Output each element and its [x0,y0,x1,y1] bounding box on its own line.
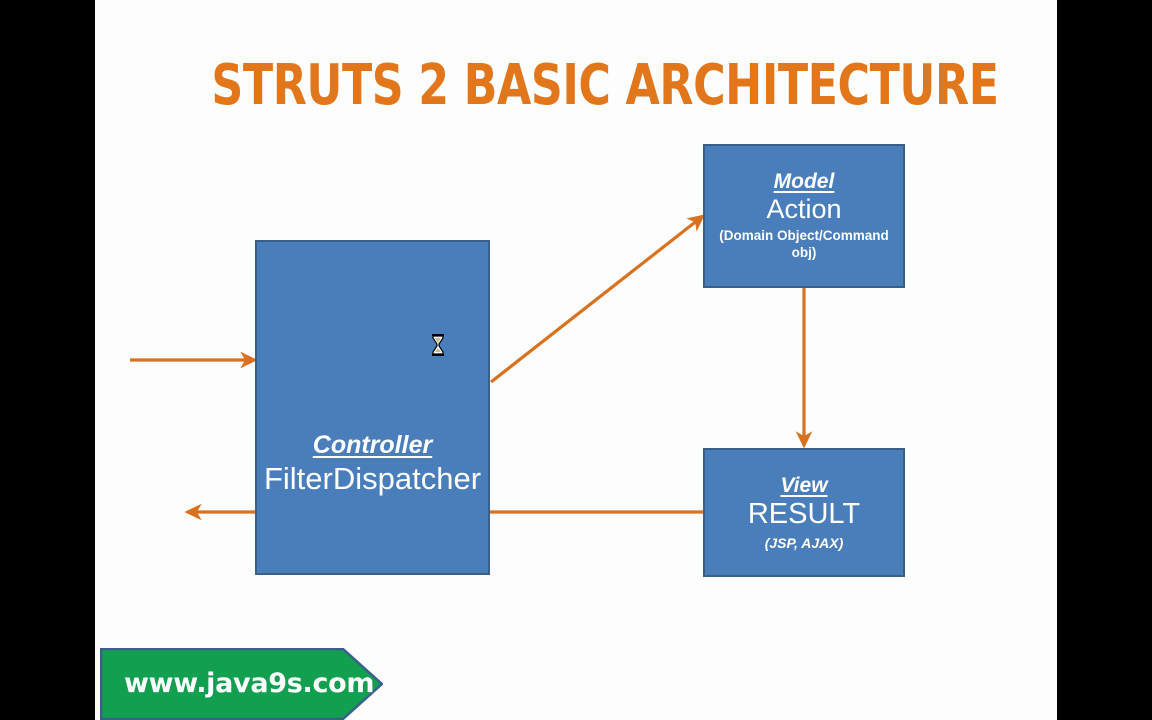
diagram-box-view[interactable]: View RESULT (JSP, AJAX) [703,448,905,577]
page-title: STRUTS 2 BASIC ARCHITECTURE [211,53,999,118]
slide-canvas: STRUTS 2 BASIC ARCHITECTURE Controller F… [95,0,1057,720]
site-banner[interactable]: www.java9s.com [99,647,384,720]
model-role-label: Model [773,169,835,193]
diagram-box-controller[interactable]: Controller FilterDispatcher [255,240,490,575]
controller-role-label: Controller [312,430,433,459]
diagram-box-model[interactable]: Model Action (Domain Object/Command obj) [703,144,905,288]
view-main-label: RESULT [747,498,861,531]
arrow-controller-to-model [490,214,706,384]
controller-main-label: FilterDispatcher [263,460,482,496]
view-role-label: View [780,474,828,498]
model-main-label: Action [766,193,842,224]
banner-label: www.java9s.com [124,668,375,699]
model-sub-label: (Domain Object/Command obj) [719,228,889,261]
hourglass-wait-cursor-icon [432,334,444,356]
banner-arrow-shape [99,647,384,720]
view-sub-label: (JSP, AJAX) [764,534,844,551]
